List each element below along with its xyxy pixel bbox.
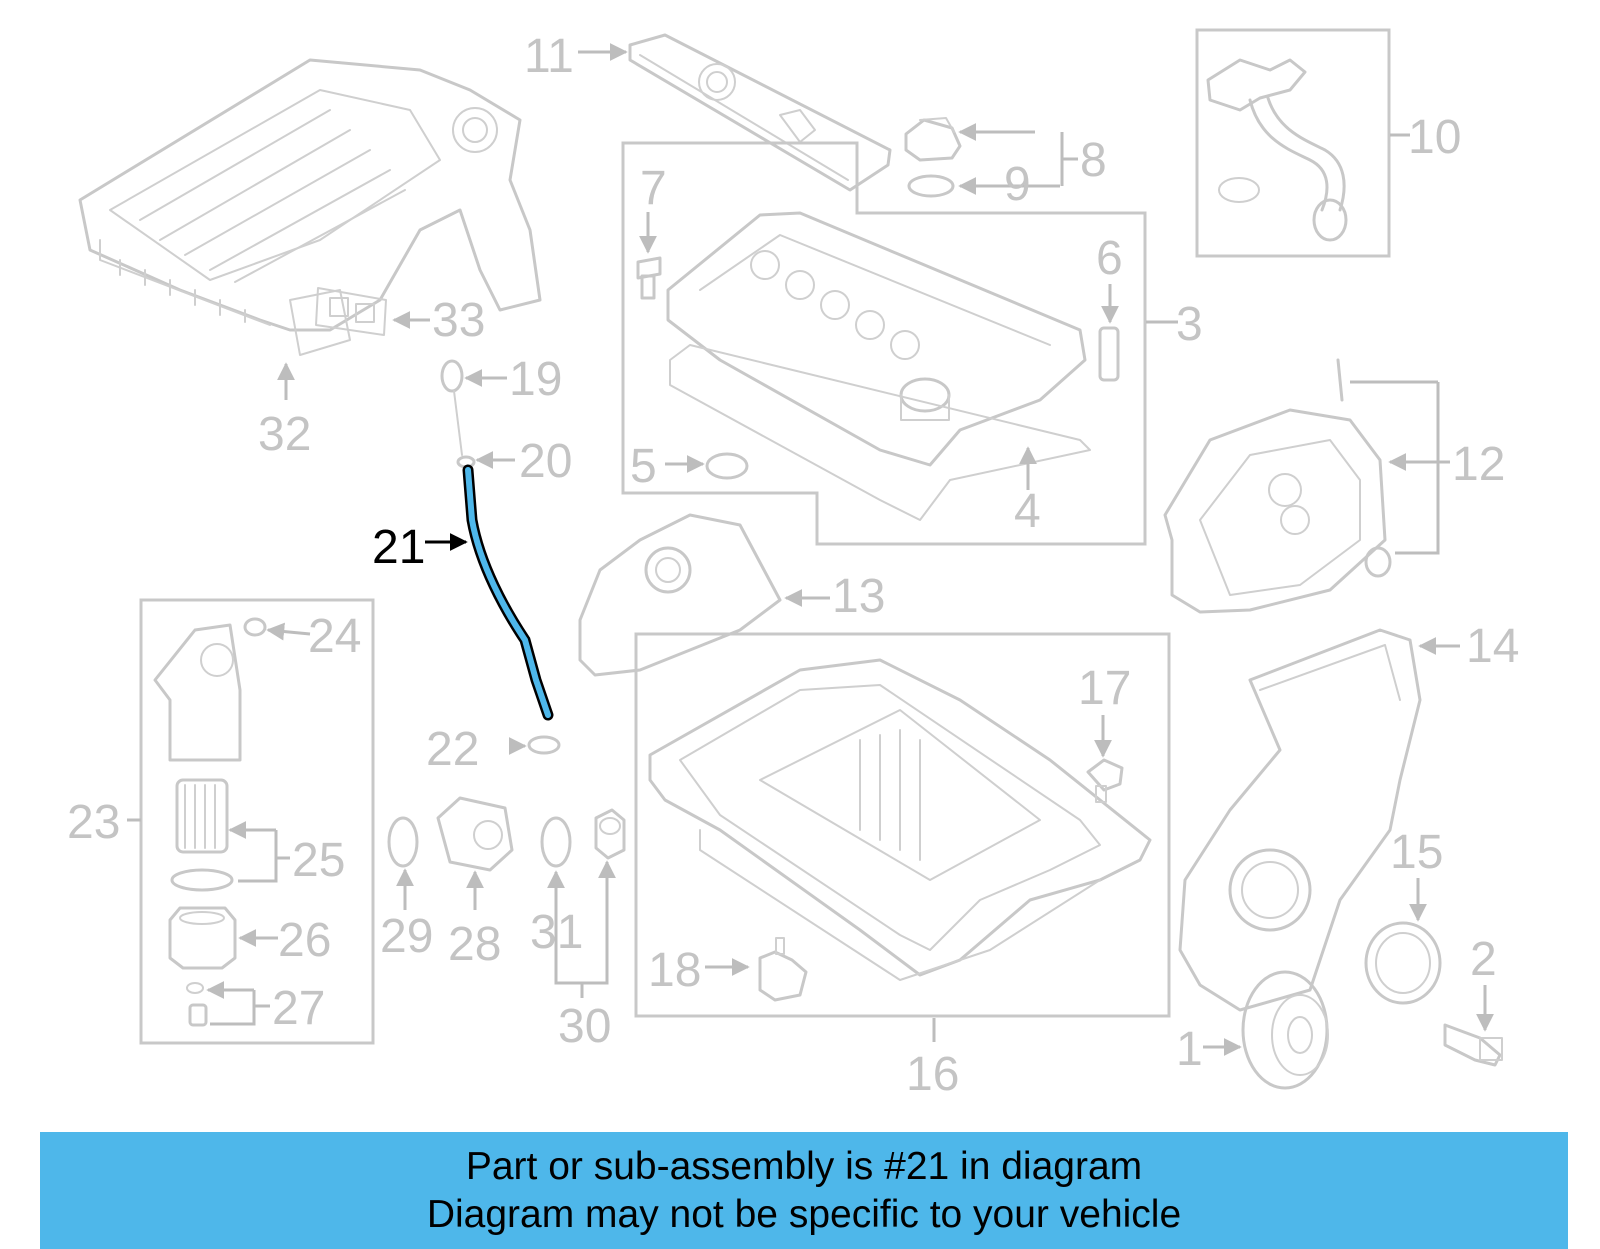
label-19: 19: [509, 353, 562, 406]
label-28: 28: [448, 918, 501, 971]
label-20: 20: [519, 435, 572, 488]
part-11-engine-cover: [628, 33, 892, 192]
label-22: 22: [426, 723, 479, 776]
part-19-dipstick: [440, 359, 464, 456]
part-26-filter-cap: [168, 906, 237, 970]
leader-lines: [127, 43, 1494, 1056]
caption-line-2: Diagram may not be specific to your vehi…: [426, 1192, 1182, 1236]
label-18: 18: [648, 944, 701, 997]
part-23-filter-housing: [153, 623, 242, 762]
callout-labels: 11 8 9 10 7 6 3 33 19 32 20 5 12 4 21 13…: [67, 30, 1519, 1101]
label-9: 9: [1004, 158, 1031, 211]
part-12-timing-cover: [1163, 358, 1392, 614]
part-9-seal: [907, 174, 955, 198]
label-27: 27: [272, 982, 325, 1035]
part-10-box: [1195, 28, 1391, 258]
part-2-bolt: [1443, 1023, 1503, 1067]
caption-banner: Part or sub-assembly is #21 in diagram D…: [40, 1132, 1568, 1249]
part-15-seal: [1364, 921, 1442, 1005]
part-13-seal-housing: [578, 513, 782, 677]
label-3: 3: [1176, 298, 1203, 351]
label-8: 8: [1080, 134, 1107, 187]
part-14-front-cover: [1178, 628, 1422, 1012]
label-11: 11: [524, 30, 574, 83]
label-32: 32: [258, 408, 311, 461]
label-7: 7: [640, 162, 667, 215]
part-16-oil-pan: [648, 658, 1152, 981]
label-24: 24: [308, 610, 361, 663]
part-3-valve-cover: [666, 211, 1087, 467]
part-27-drain-plug: [186, 982, 208, 1027]
label-26: 26: [278, 914, 331, 967]
part-22-o-ring: [527, 735, 561, 755]
label-23: 23: [67, 796, 120, 849]
part-30-fitting: [594, 808, 626, 860]
part-32-intake-manifold: [78, 58, 542, 356]
part-10-breather-hose: [1206, 58, 1348, 242]
label-25: 25: [292, 834, 345, 887]
label-17: 17: [1078, 662, 1131, 715]
part-31-o-ring: [540, 816, 572, 868]
part-4-gasket: [669, 344, 1091, 521]
part-3-box: [621, 141, 1147, 546]
label-16: 16: [906, 1048, 959, 1101]
label-31: 31: [530, 906, 583, 959]
label-5: 5: [630, 440, 657, 493]
label-10: 10: [1408, 111, 1461, 164]
label-14: 14: [1466, 620, 1519, 673]
part-7-bolt: [636, 256, 662, 300]
part-21-dipstick-tube: [462, 464, 554, 721]
part-8-oil-filler-cap: [904, 117, 962, 162]
label-13: 13: [832, 570, 885, 623]
label-30: 30: [558, 1000, 611, 1053]
part-6-bolt: [1098, 326, 1120, 382]
part-18-sensor: [758, 937, 808, 1002]
part-5-seal: [705, 452, 749, 480]
part-28-oil-cooler: [436, 796, 514, 872]
label-6: 6: [1096, 232, 1123, 285]
label-29: 29: [380, 910, 433, 963]
part-16-box: [634, 632, 1171, 1018]
part-1-crankshaft-pulley: [1241, 970, 1329, 1090]
label-15: 15: [1390, 826, 1443, 879]
label-33: 33: [432, 294, 485, 347]
label-4: 4: [1014, 485, 1041, 538]
label-2: 2: [1470, 933, 1497, 986]
part-24-o-ring: [243, 617, 267, 637]
caption-line-1: Part or sub-assembly is #21 in diagram: [465, 1144, 1143, 1188]
label-21: 21: [372, 521, 425, 574]
label-1: 1: [1176, 1023, 1203, 1076]
label-12: 12: [1452, 438, 1505, 491]
part-33-gasket: [315, 287, 387, 336]
part-17-bolt: [1086, 758, 1124, 803]
part-29-o-ring: [387, 816, 419, 868]
part-25-filter-element: [170, 778, 234, 892]
